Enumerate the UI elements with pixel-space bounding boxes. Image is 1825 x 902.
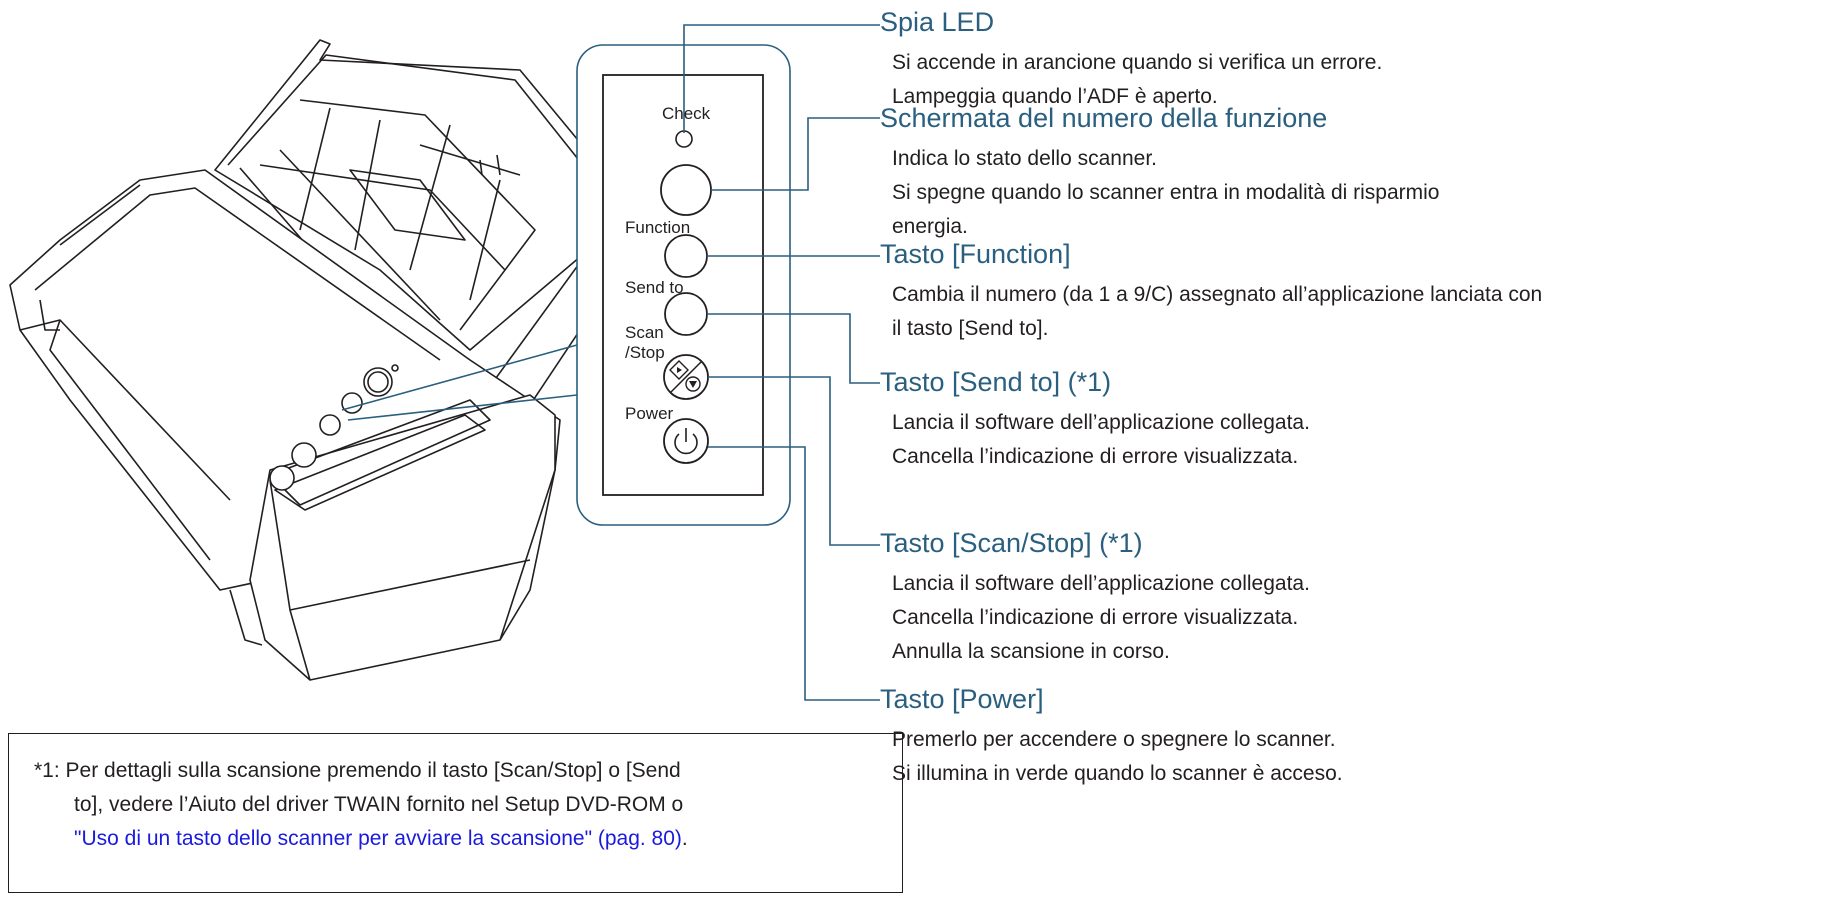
callout-power-button: Tasto [Power] Premerlo per accendere o s… [880,683,1343,791]
callout-text: Lancia il software dell’applicazione col… [892,411,1310,434]
callout-title: Tasto [Send to] (*1) [880,367,1112,397]
leader-scan-stop [708,376,880,546]
footnote-period: . [681,827,688,850]
callout-function-button: Tasto [Function] Cambia il numero (da 1 … [880,238,1542,346]
footnote-link[interactable]: "Uso di un tasto dello scanner per avvia… [74,827,682,850]
callout-text: Lancia il software dell’applicazione col… [892,572,1310,595]
power-button-icon [663,418,709,464]
send-to-label: Send to [625,278,684,297]
callout-scan-stop-button: Tasto [Scan/Stop] (*1) Lancia il softwar… [880,527,1310,669]
leader-send-to [707,313,880,384]
zoom-line-lower [347,394,578,421]
callout-text: energia. [892,215,968,238]
scan-label: Scan [625,323,664,342]
callout-text: Cancella l’indicazione di errore visuali… [892,445,1299,468]
callout-title: Spia LED [880,7,995,37]
callout-text: il tasto [Send to]. [892,317,1049,340]
callout-title: Tasto [Power] [880,684,1044,714]
function-label: Function [625,218,691,237]
footnote-line-3: "Uso di un tasto dello scanner per avvia… [74,824,688,854]
footnote-box: *1: Per dettagli sulla scansione premend… [8,733,903,893]
callout-text: Annulla la scansione in corso. [892,640,1170,663]
leader-power [708,446,880,701]
leader-led [683,24,880,133]
callout-text: Si illumina in verde quando lo scanner è… [892,762,1343,785]
callout-text: Indica lo stato dello scanner. [892,147,1158,170]
function-button-icon [664,234,708,278]
leader-function-display [711,117,880,191]
callout-text: Cambia il numero (da 1 a 9/C) assegnato … [892,283,1543,306]
function-display-icon [660,164,712,216]
callout-text: Cancella l’indicazione di errore visuali… [892,606,1299,629]
scan-stop-button-icon [663,354,709,400]
callout-title: Tasto [Scan/Stop] (*1) [880,528,1143,558]
callout-title: Schermata del numero della funzione [880,103,1328,133]
stop-label: /Stop [625,343,665,362]
callout-text: Si spegne quando lo scanner entra in mod… [892,181,1440,204]
power-label: Power [625,404,674,423]
zoom-line-upper [341,344,578,411]
callout-title: Tasto [Function] [880,239,1071,269]
check-label: Check [662,104,711,123]
callout-send-to-button: Tasto [Send to] (*1) Lancia il software … [880,366,1310,474]
callout-led: Spia LED Si accende in arancione quando … [880,6,1382,114]
send-to-button-icon [664,292,708,336]
callout-text: Premerlo per accendere o spegnere lo sca… [892,728,1336,751]
panel-face [602,74,764,496]
check-led-icon [675,130,693,148]
footnote-line-1: *1: Per dettagli sulla scansione premend… [34,759,681,782]
footnote-line-2: to], vedere l’Aiuto del driver TWAIN for… [74,793,684,816]
callout-text: Lampeggia quando l’ADF è aperto. [892,85,1218,108]
callout-function-display: Schermata del numero della funzione Indi… [880,102,1440,244]
callout-text: Si accende in arancione quando si verifi… [892,51,1383,74]
